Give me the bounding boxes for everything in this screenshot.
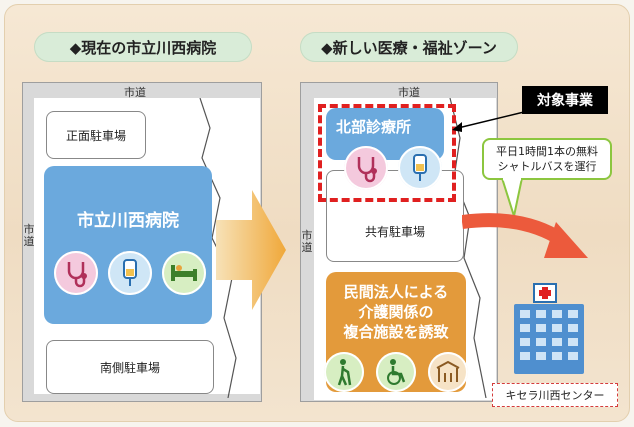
- iv-bag-icon-clinic: [398, 146, 442, 190]
- current-heading: ◆現在の市立川西病院: [34, 32, 252, 62]
- new-boundary-line: [449, 98, 487, 398]
- hospital-bed-icon: [162, 251, 206, 295]
- care-facility-line-2: 介護関係の: [358, 303, 434, 321]
- new-road-side-label: 市道: [301, 229, 313, 254]
- stethoscope-icon-clinic: [344, 146, 388, 190]
- walking-cane-icon: [324, 352, 364, 392]
- current-boundary-line: [199, 98, 237, 398]
- current-hospital-label: 市立川西病院: [77, 211, 179, 231]
- iv-bag-icon: [108, 251, 152, 295]
- current-road-top-label: 市道: [124, 86, 146, 99]
- new-road-top-label: 市道: [398, 86, 420, 99]
- shuttle-note: 平日1時間1本の無料 シャトルバスを運行: [482, 138, 612, 180]
- care-facility-line-3: 複合施設を誘致: [343, 323, 449, 341]
- target-tag-pointer: [452, 111, 525, 132]
- front-parking: 正面駐車場: [46, 111, 146, 159]
- kisera-center-building-icon: [514, 283, 584, 374]
- wheelchair-icon: [376, 352, 416, 392]
- shuttle-note-line-1: 平日1時間1本の無料: [496, 145, 598, 158]
- shuttle-note-tail: [500, 178, 524, 218]
- shared-parking-label: 共有駐車場: [364, 224, 425, 239]
- target-project-highlight: [318, 104, 456, 202]
- south-parking: 南側駐車場: [46, 340, 214, 394]
- target-project-tag: 対象事業: [522, 86, 608, 114]
- current-road-side-label: 市道: [23, 223, 35, 248]
- care-facility-line-1: 民間法人による: [343, 283, 449, 301]
- north-clinic-label: 北部診療所: [336, 118, 412, 136]
- current-hospital-building: 市立川西病院: [44, 166, 212, 324]
- front-parking-label: 正面駐車場: [65, 128, 126, 143]
- transition-arrow: [216, 190, 286, 310]
- kisera-center-label: キセラ川西センター: [492, 383, 618, 407]
- shelter-icon: [428, 352, 468, 392]
- stethoscope-icon: [54, 251, 98, 295]
- new-zone-heading: ◆新しい医療・福祉ゾーン: [300, 32, 518, 62]
- shuttle-note-line-2: シャトルバスを運行: [497, 160, 597, 173]
- south-parking-label: 南側駐車場: [99, 360, 160, 375]
- shuttle-route-arrow: [462, 213, 588, 258]
